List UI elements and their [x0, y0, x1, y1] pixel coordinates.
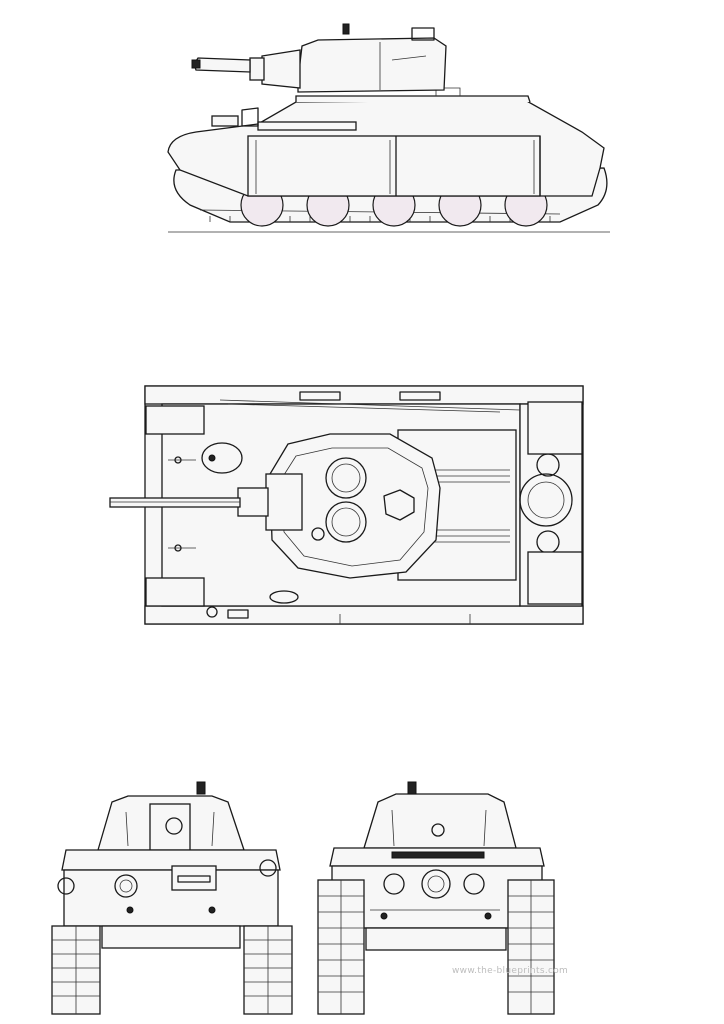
rear-view	[317, 781, 555, 1015]
side-view	[167, 23, 610, 233]
top-view	[109, 385, 584, 625]
watermark-text: www.the-blueprints.com	[452, 966, 569, 976]
front-view	[51, 781, 293, 1015]
